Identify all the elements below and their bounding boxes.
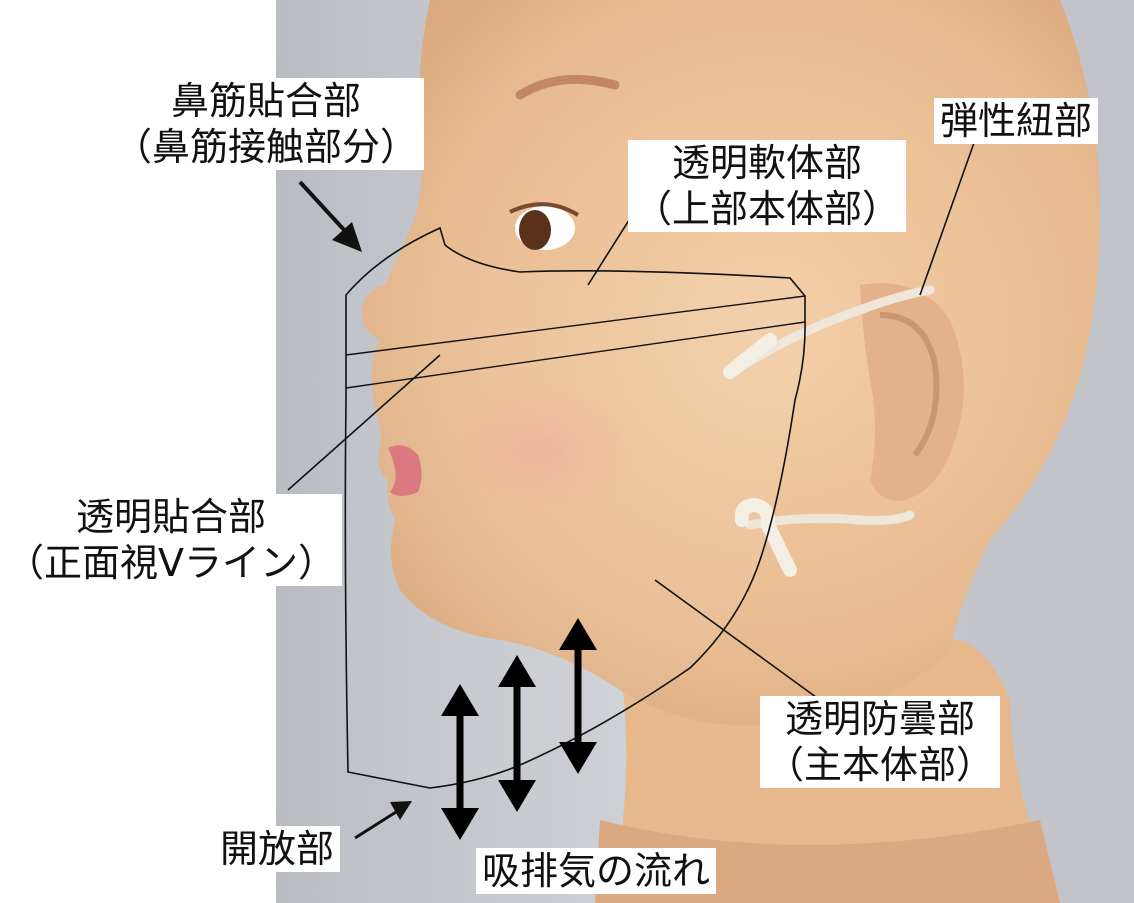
label-nose-bond-sub: （鼻筋接触部分） (114, 125, 419, 169)
lower-elastic-cord (745, 510, 915, 530)
upper-elastic-cord (730, 285, 935, 375)
airflow-arrow-left (441, 684, 479, 840)
label-opening: 開放部 (214, 826, 341, 872)
label-clear-bond-title: 透明貼合部 (75, 495, 266, 539)
label-upper-body-sub: （上部本体部） (634, 187, 901, 231)
opening-arrow-head (390, 801, 412, 820)
label-upper-body: 透明軟体部 （上部本体部） (628, 140, 907, 232)
label-opening-title: 開放部 (220, 827, 335, 871)
leader-antifog-body (654, 579, 821, 701)
leader-clear-bond (287, 354, 441, 491)
label-antifog-body: 透明防曇部 （主本体部） (760, 696, 1001, 788)
airflow-arrow-right (559, 618, 597, 774)
label-clear-bond: 透明貼合部 （正面視Vライン） (0, 494, 342, 586)
label-antifog-body-title: 透明防曇部 (785, 697, 976, 741)
ear-inner (879, 312, 940, 457)
leader-elastic-cord (919, 139, 976, 296)
lips (388, 445, 422, 496)
eyebrow (515, 74, 620, 100)
cheek-blush (445, 385, 635, 515)
upper-bond-line (345, 295, 806, 356)
label-nose-bond: 鼻筋貼合部 （鼻筋接触部分） (108, 78, 425, 170)
nose-arrow-shaft (298, 180, 348, 234)
ear (860, 283, 964, 501)
eye-lid (509, 202, 580, 217)
label-antifog-body-sub: （主本体部） (766, 743, 995, 787)
label-elastic-cord-title: 弾性紐部 (940, 99, 1093, 143)
airflow-arrow-middle (498, 655, 536, 812)
mask-shield-outline (344, 226, 806, 789)
opening-arrow-shaft (354, 810, 397, 840)
nose-arrow-head (332, 222, 362, 252)
lower-cord-knot (734, 497, 797, 577)
label-nose-bond-title: 鼻筋貼合部 (171, 79, 362, 123)
label-airflow: 吸排気の流れ (476, 848, 717, 894)
lower-bond-line (345, 321, 806, 389)
upper-cord-stopper (723, 333, 777, 379)
label-airflow-title: 吸排気の流れ (482, 849, 711, 893)
label-elastic-cord: 弾性紐部 (934, 98, 1099, 144)
label-clear-bond-sub: （正面視Vライン） (6, 541, 336, 585)
label-upper-body-title: 透明軟体部 (672, 141, 863, 185)
eye-iris (519, 210, 551, 250)
